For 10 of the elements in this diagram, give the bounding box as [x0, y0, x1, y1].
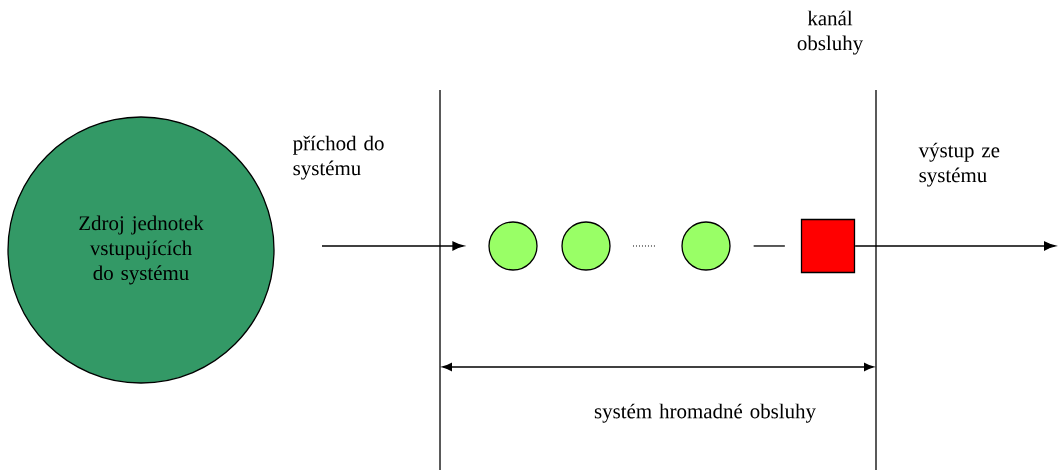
arrow	[321, 241, 465, 251]
customer-circle	[681, 221, 731, 271]
customer-circle	[488, 221, 538, 271]
dimension-label: systém hromadné obsluhy	[594, 403, 816, 423]
arrow	[854, 241, 1056, 251]
customer-circle	[561, 221, 611, 271]
service-square	[800, 218, 856, 274]
edge-label: výstup ze systému	[918, 142, 1000, 187]
edge-label: příchod do systému	[293, 135, 384, 180]
label: kanál obsluhy	[797, 10, 864, 55]
